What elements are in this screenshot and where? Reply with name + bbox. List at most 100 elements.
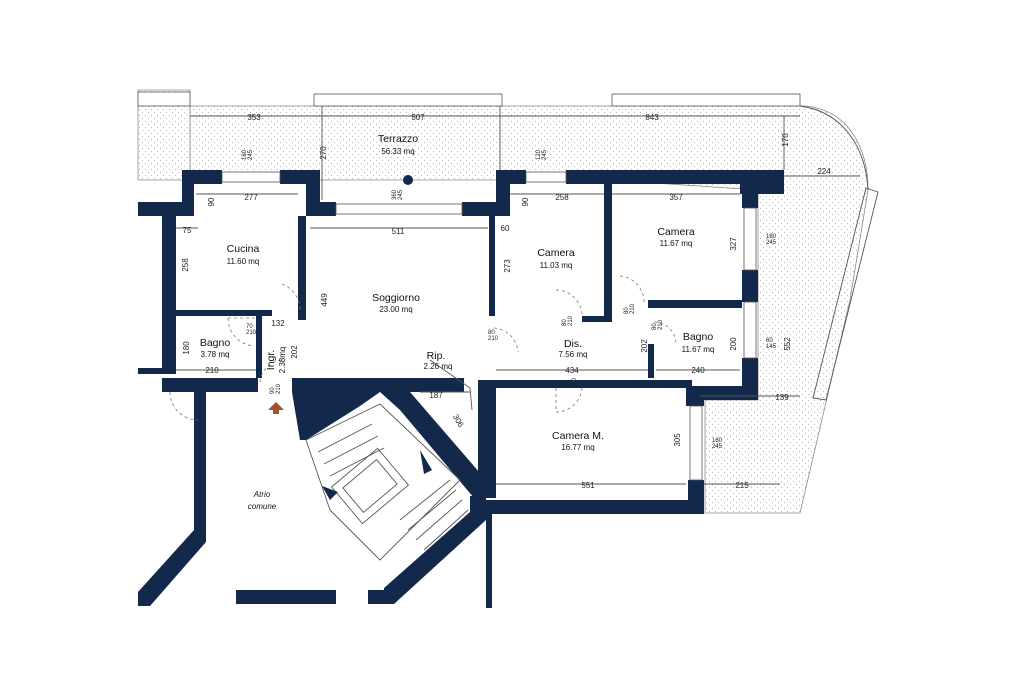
dim-210: 210 [205, 366, 219, 375]
door-label-d2: 80210 [562, 315, 574, 326]
opening-label-line: 210 [658, 319, 664, 330]
dim-357: 357 [669, 193, 683, 202]
walls [138, 170, 784, 608]
door-swings [169, 275, 677, 421]
dim-215: 215 [735, 481, 749, 490]
opening-label-line: 210 [630, 303, 636, 314]
room-area-camera-m: 16.77 mq [561, 443, 594, 452]
dim-843: 843 [645, 113, 659, 122]
stairs [305, 403, 469, 561]
room-labels: Terrazzo 56.33 mq Cucina 11.60 mq Soggio… [200, 133, 715, 511]
opening-label-line: 180 [766, 234, 777, 240]
opening-label-line: 245 [248, 149, 254, 160]
opening-label-line: 70 [246, 324, 253, 330]
opening-label-line: 245 [542, 149, 548, 160]
dim-224: 224 [817, 167, 831, 176]
room-name-camera1: Camera [537, 247, 575, 259]
opening-label-line: 80 [488, 330, 495, 336]
door-label-d6: 80210 [566, 377, 578, 388]
opening-label-line: 245 [766, 240, 777, 246]
room-name-soggiorno: Soggiorno [372, 292, 420, 304]
dim-240: 240 [691, 366, 705, 375]
dim-90a: 90 [207, 197, 216, 206]
window-label-w3: 120245 [536, 149, 548, 160]
room-name-atrio-2: comune [248, 502, 277, 511]
room-name-cucina: Cucina [227, 243, 260, 255]
entrance-arrow-icon [268, 402, 284, 414]
opening-label-line: 210 [572, 377, 578, 388]
dim-258a: 258 [181, 258, 190, 272]
dimension-lines [176, 106, 860, 485]
dim-353: 353 [247, 113, 261, 122]
dim-434: 434 [565, 366, 579, 375]
dim-511: 511 [392, 227, 405, 236]
opening-label-line: 145 [766, 344, 777, 350]
dim-258b: 258 [555, 193, 569, 202]
opening-label-line: 60 [766, 338, 773, 344]
room-name-camera2: Camera [657, 226, 695, 238]
dim-277: 277 [244, 193, 258, 202]
dim-132: 132 [271, 319, 285, 328]
room-name-camera-m: Camera M. [552, 430, 604, 442]
opening-label-line: 180 [712, 438, 723, 444]
opening-label-line: 210 [276, 383, 282, 394]
door-label-d3: 80210 [624, 303, 636, 314]
dim-327: 327 [729, 237, 738, 251]
door-label-d5: 80210 [652, 319, 664, 330]
terrace-drain [403, 175, 413, 185]
room-area-terrazzo: 56.33 mq [381, 147, 414, 156]
dim-180: 180 [182, 341, 191, 355]
room-area-disimpegno: 7.56 mq [559, 350, 588, 359]
opening-label-line: 245 [712, 444, 723, 450]
opening-label-line: 120 [536, 149, 542, 160]
dim-273: 273 [503, 259, 512, 273]
opening-label-line: 80 [562, 319, 568, 326]
opening-label-line: 90 [270, 387, 276, 394]
room-name-ripostiglio: Rip. [427, 350, 446, 362]
room-name-bagno1: Bagno [200, 337, 231, 349]
dim-306: 306 [451, 413, 466, 430]
room-area-cucina: 11.60 mq [227, 257, 260, 266]
room-area-camera2: 11.67 mq [660, 239, 693, 248]
room-name-ingresso: Ingr. [265, 350, 277, 370]
opening-label-line: 210 [246, 330, 257, 336]
room-area-soggiorno: 23.00 mq [379, 305, 412, 314]
dim-90b: 90 [521, 197, 530, 206]
dim-552: 552 [783, 337, 792, 351]
balcony-railings [137, 91, 879, 401]
dim-200: 200 [729, 337, 738, 351]
dim-202a: 202 [290, 345, 299, 359]
dim-187: 187 [429, 391, 443, 400]
opening-label-line: 210 [568, 315, 574, 326]
dim-75: 75 [183, 226, 192, 235]
terrace-area [138, 105, 869, 514]
window-label-w1: 160245 [242, 149, 254, 160]
opening-label-line: 360 [392, 189, 398, 200]
dim-139: 139 [775, 393, 789, 402]
windows [221, 171, 757, 481]
dim-60: 60 [501, 224, 510, 233]
room-name-disimpegno: Dis. [564, 338, 582, 350]
dim-202b: 202 [640, 339, 649, 353]
dim-170: 170 [781, 133, 790, 147]
dim-507: 507 [411, 113, 425, 122]
opening-label-line: 160 [242, 149, 248, 160]
opening-label-line: 80 [652, 323, 658, 330]
room-area-bagno1: 3.78 mq [201, 350, 230, 359]
dim-305: 305 [673, 433, 682, 447]
dim-270: 270 [319, 146, 328, 160]
room-area-bagno2: 11.67 mq [682, 345, 715, 354]
dimension-labels: 353 507 843 270 170 224 277 90 75 258 51… [181, 113, 831, 490]
opening-label-line: 245 [398, 189, 404, 200]
dim-449: 449 [320, 293, 329, 307]
opening-label-line: 80 [566, 381, 572, 388]
room-name-bagno2: Bagno [683, 331, 714, 343]
room-area-ripostiglio: 2.26 mq [424, 362, 453, 371]
